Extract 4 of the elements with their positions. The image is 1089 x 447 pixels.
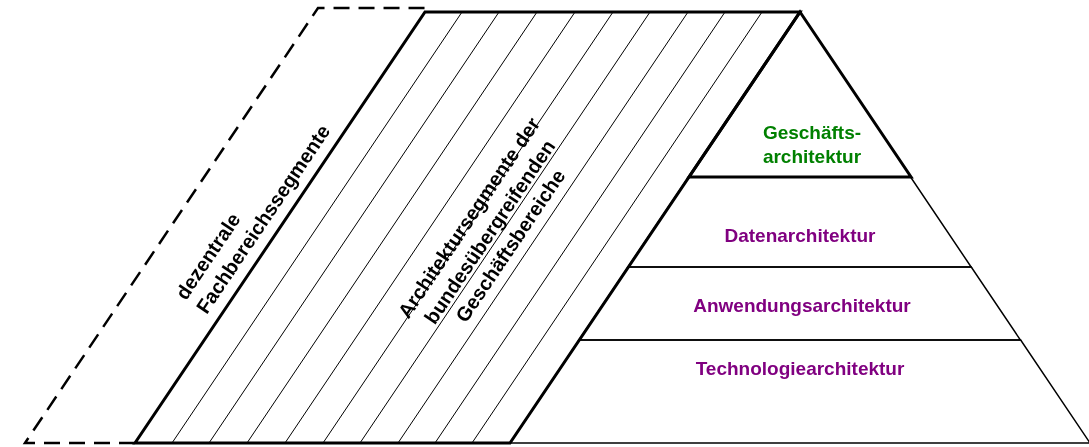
segment-label: Geschäfts- architektur bbox=[761, 121, 863, 169]
segment-label: Anwendungsarchitektur bbox=[692, 294, 912, 318]
segment-label: Datenarchitektur bbox=[723, 224, 877, 248]
segment-label: Technologiearchitektur bbox=[694, 357, 906, 381]
